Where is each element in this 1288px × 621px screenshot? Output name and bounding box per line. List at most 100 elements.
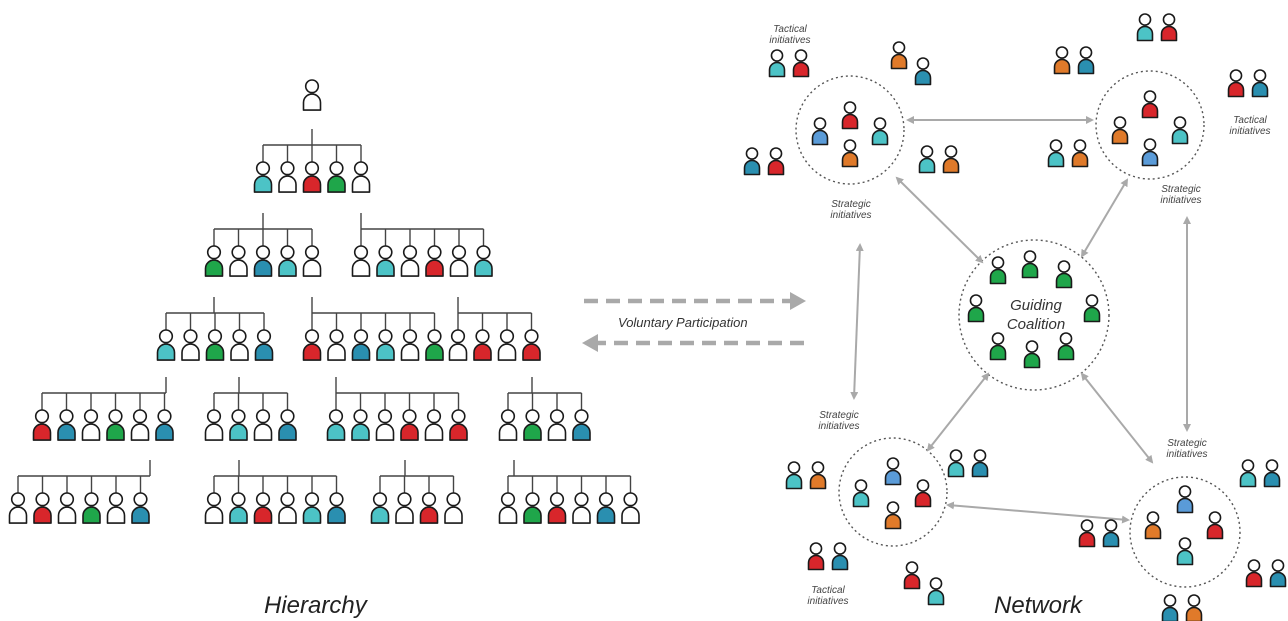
cluster-person-teal: [852, 479, 870, 508]
cluster-person-orange: [1111, 116, 1129, 145]
hierarchy-person-white: [204, 409, 224, 441]
cluster-circle-center: [958, 239, 1110, 391]
hierarchy-person-green: [106, 409, 125, 441]
cluster-person-green: [1023, 340, 1041, 369]
strategic-initiatives-label-bottom-right: Strategic initiatives: [1166, 438, 1208, 460]
network-person-orange: [1071, 139, 1089, 168]
cluster-person-green: [1083, 294, 1101, 323]
hierarchy-person-red: [419, 492, 439, 524]
hierarchy-person-white: [400, 245, 420, 277]
cluster-person-red: [1206, 511, 1224, 540]
network-arrows: [850, 116, 1191, 524]
hierarchy-person-green: [204, 245, 224, 277]
cluster-person-teal: [1171, 116, 1189, 145]
cluster-person-light-blue: [811, 117, 829, 146]
network-person-teal: [768, 49, 786, 78]
hierarchy-person-white: [448, 329, 468, 361]
cluster-person-teal: [871, 117, 889, 146]
tactical-initiatives-label-top-left: Tactical initiatives: [769, 24, 811, 46]
network-person-red: [1078, 519, 1096, 548]
cluster-person-green: [1057, 332, 1075, 361]
voluntary-arrowhead-left: [582, 334, 598, 352]
network-label: Network: [994, 592, 1083, 619]
voluntary-arrowhead-right: [790, 292, 806, 310]
hierarchy-person-teal: [302, 492, 322, 524]
hierarchy-person-white: [424, 409, 444, 441]
network-person-red: [1227, 69, 1245, 98]
network-person-red: [807, 542, 825, 571]
network-arrow: [895, 176, 984, 264]
hierarchy-person-white: [204, 492, 224, 524]
network-person-teal: [1239, 459, 1257, 488]
hierarchy-person-red: [302, 329, 322, 361]
hierarchy-person-blue: [572, 409, 591, 441]
network-person-teal: [927, 577, 945, 606]
network-person-orange: [942, 145, 960, 174]
network-person-teal: [947, 449, 965, 478]
network-person-orange: [1185, 594, 1203, 621]
hierarchy-person-teal: [156, 329, 176, 361]
hierarchy-person-white: [106, 492, 126, 524]
hierarchy-person-red: [473, 329, 492, 361]
cluster-circle-top-right: [1095, 70, 1205, 180]
network-person-red: [767, 147, 785, 176]
hierarchy-person-teal: [326, 409, 346, 441]
hierarchy-person-white: [230, 329, 249, 361]
hierarchy-connectors: [17, 129, 632, 493]
hierarchy-person-green: [425, 329, 444, 361]
cluster-person-red: [841, 101, 859, 130]
cluster-circle-top-left: [795, 75, 905, 185]
network-person-teal: [785, 461, 803, 490]
hierarchy-person-white: [375, 409, 395, 441]
network-person-orange: [890, 41, 908, 70]
hierarchy-person-teal: [278, 245, 297, 277]
hierarchy-person-blue: [327, 492, 346, 524]
hierarchy-person-white: [8, 492, 28, 524]
cluster-person-red: [914, 479, 932, 508]
network-person-teal: [1047, 139, 1065, 168]
network-person-blue: [1251, 69, 1269, 98]
hierarchy-person-white: [395, 492, 414, 524]
hierarchy-person-teal: [253, 161, 273, 193]
hierarchy-person-red: [302, 161, 322, 193]
hierarchy-person-teal: [351, 409, 370, 441]
hierarchy-person-teal: [370, 492, 390, 524]
strategic-initiatives-label-bottom-left: Strategic initiatives: [818, 410, 860, 432]
hierarchy-person-red: [33, 492, 52, 524]
network-person-blue: [1269, 559, 1287, 588]
network-person-orange: [1053, 46, 1071, 75]
hierarchy-person-red: [253, 492, 273, 524]
hierarchy-person-red: [400, 409, 419, 441]
cluster-person-teal: [1176, 537, 1194, 566]
hierarchy-person-white: [351, 161, 371, 193]
hierarchy-person-green: [327, 161, 346, 193]
hierarchy-person-white: [253, 409, 273, 441]
cluster-person-green: [967, 294, 985, 323]
cluster-person-light-blue: [1141, 138, 1159, 167]
hierarchy-person-white: [444, 492, 463, 524]
network-person-red: [792, 49, 810, 78]
cluster-person-green: [989, 256, 1007, 285]
hierarchy-person-red: [425, 245, 444, 277]
hierarchy-person-green: [205, 329, 225, 361]
hierarchy-person-blue: [155, 409, 174, 441]
hierarchy-person-white: [327, 329, 346, 361]
hierarchy-person-blue: [254, 329, 274, 361]
hierarchy-label: Hierarchy: [264, 592, 367, 619]
network-person-orange: [809, 461, 827, 490]
network-person-teal: [918, 145, 936, 174]
cluster-person-orange: [1144, 511, 1162, 540]
voluntary-participation-label: Voluntary Participation: [618, 315, 748, 330]
cluster-person-green: [1021, 250, 1039, 279]
network-person-red: [1245, 559, 1263, 588]
hierarchy-person-red: [449, 409, 468, 441]
network-arrow: [946, 501, 1130, 524]
hierarchy-person-white: [181, 329, 200, 361]
network-person-blue: [831, 542, 849, 571]
strategic-initiatives-label-top-right: Strategic initiatives: [1160, 184, 1202, 206]
hierarchy-person-green: [523, 409, 542, 441]
network-person-blue: [1102, 519, 1120, 548]
network-arrow: [1080, 178, 1129, 258]
hierarchy-person-green: [523, 492, 542, 524]
